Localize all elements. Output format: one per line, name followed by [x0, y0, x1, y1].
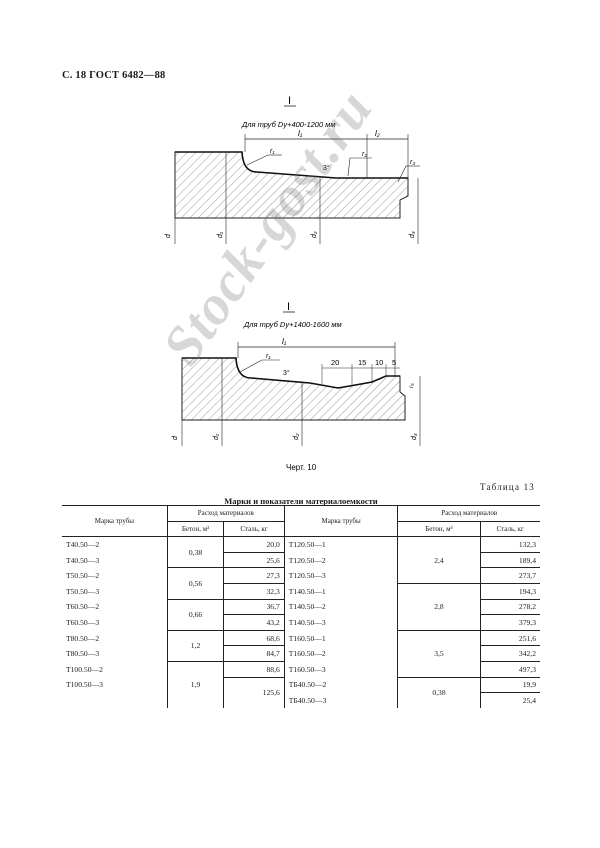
- diam-d3-b: d₃: [411, 433, 418, 440]
- drawing-2-roman: I: [287, 301, 290, 313]
- radius-r3: r₃: [410, 159, 415, 166]
- col-header-concrete-2: Бетон, м³: [397, 521, 481, 538]
- dim-l1-b: l₁: [282, 337, 287, 346]
- drawing-2-subtitle: Для труб Dy+1400-1600 мм: [243, 320, 342, 329]
- dim-5: 5: [392, 358, 396, 367]
- page-header: С. 18 ГОСТ 6482—88: [62, 70, 166, 81]
- col-header-consumption: Расход материалов: [166, 505, 285, 522]
- angle-3deg: 3°: [323, 164, 330, 172]
- drawing-1-subtitle: Для труб Dy+400-1200 мм: [241, 120, 336, 129]
- radius-r5: r₅: [408, 383, 415, 388]
- radius-r1: r₁: [270, 148, 275, 155]
- table-row: Т100.50—3 125,6 ТБ40.50—2 0,38 19,9: [62, 676, 540, 708]
- table-row: Т80.50—2 1,2 68,6 Т160.50—1 3,5 251,6: [62, 629, 540, 678]
- table-row: ТБ40.50—3 25,4: [62, 692, 540, 708]
- dim-20: 20: [331, 358, 339, 367]
- table-row: Т60.50—3 43,2 Т140.50—3 379,3: [62, 614, 540, 631]
- radius-r1-b: r₁: [266, 353, 271, 360]
- diam-d2-b: d₂: [293, 433, 300, 440]
- diam-d: d: [165, 233, 172, 238]
- pipe-wall-section-2: [181, 357, 406, 421]
- table-row: Т80.50—3 84,7 Т160.50—2 342,2: [62, 645, 540, 662]
- table-row: Т60.50—2 0,66 36,7 Т140.50—2 278,2: [62, 598, 540, 631]
- table-row: Т40.50—3 25,6 Т120.50—2 189,4: [62, 551, 540, 568]
- table-row: Т100.50—2 1,9 88,6 Т160.50—3 497,3: [62, 660, 540, 708]
- radius-r2: r₂: [362, 151, 367, 158]
- dim-l2: l₂: [375, 129, 380, 138]
- col-header-mark: Марка трубы: [62, 504, 168, 537]
- table-row: Т40.50—2 0,38 20,0 Т120.50—1 2,4 132,3: [62, 536, 540, 584]
- table-row: Т50.50—2 0,56 27,3 Т120.50—3 273,7: [62, 567, 540, 600]
- col-header-mark-2: Марка трубы: [283, 504, 398, 537]
- dim-l1: l₁: [298, 129, 303, 138]
- col-header-consumption-2: Расход материалов: [397, 505, 540, 522]
- drawing-1-roman: I: [288, 95, 291, 107]
- col-header-steel: Сталь, кг: [223, 521, 285, 538]
- table-label: Таблица 13: [480, 482, 535, 492]
- diam-d1: d₁: [217, 231, 224, 238]
- col-header-steel-2: Сталь, кг: [479, 521, 540, 538]
- figure-caption: Черт. 10: [286, 463, 317, 472]
- angle-3deg-b: 3°: [283, 369, 290, 377]
- technical-drawing: I Для труб Dy+400-1200 мм l₁ l₂ r₁ r₂ r₃…: [165, 95, 421, 472]
- col-header-concrete: Бетон, м³: [166, 521, 224, 538]
- dim-10: 10: [375, 358, 383, 367]
- materials-table: Марка трубы Расход материалов Марка труб…: [62, 504, 540, 708]
- drawing-1: I Для труб Dy+400-1200 мм l₁ l₂ r₁ r₂ r₃…: [165, 95, 420, 244]
- diam-d2: d₂: [311, 231, 318, 238]
- table-title: Марки и показатели материалоемкости: [224, 496, 378, 506]
- drawing-2: I Для труб Dy+1400-1600 мм l₁ 20 15 10 5…: [172, 301, 421, 472]
- diam-d1-b: d₁: [213, 433, 220, 440]
- dim-15: 15: [358, 358, 366, 367]
- table-row: Т50.50—3 32,3 Т140.50—1 2,8 194,3: [62, 582, 540, 631]
- diam-d-b: d: [172, 435, 179, 440]
- diam-d3: d₃: [409, 231, 416, 238]
